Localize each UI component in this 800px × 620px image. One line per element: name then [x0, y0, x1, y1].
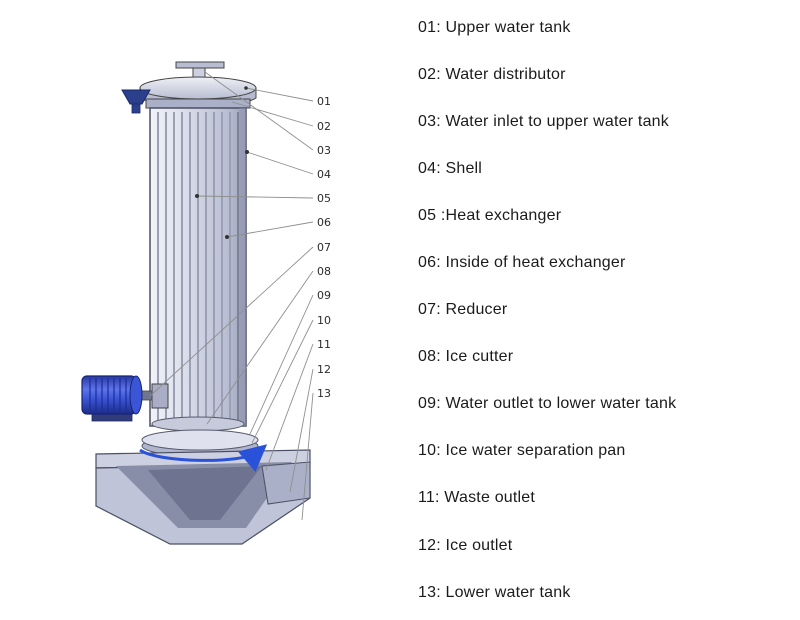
- machine-svg: 01 02 03 04 05 06 07 08 09 10 11 12 13: [81, 61, 331, 545]
- reducer: [151, 383, 169, 409]
- legend-item-reducer: 07: Reducer: [418, 301, 508, 319]
- callout-number: 02: [317, 120, 331, 133]
- callout-numbers: 01 02 03 04 05 06 07 08 09 10 11 12 13: [317, 95, 331, 400]
- callout-number: 05: [317, 192, 331, 205]
- ice-cutter: [151, 416, 245, 432]
- lower-water-tank: [95, 449, 311, 545]
- callout-number: 09: [317, 289, 331, 302]
- machine-illustration: 01 02 03 04 05 06 07 08 09 10 11 12 13: [81, 61, 331, 545]
- legend-item-ice-cutter: 08: Ice cutter: [418, 348, 514, 366]
- legend-item-separation-pan: 10: Ice water separation pan: [418, 442, 626, 460]
- legend-list: 01: Upper water tank 02: Water distribut…: [418, 4, 788, 616]
- legend-item-inside-heat-exchanger: 06: Inside of heat exchanger: [418, 254, 626, 272]
- callout-number: 11: [317, 338, 331, 351]
- legend-item-waste-outlet: 11: Waste outlet: [418, 489, 536, 507]
- legend-item-shell: 04: Shell: [418, 159, 483, 177]
- leader-anchor-dots: [195, 86, 249, 239]
- callout-number: 01: [317, 95, 331, 108]
- rotation-arrow: [139, 444, 268, 473]
- legend-item-upper-water-tank: 01: Upper water tank: [418, 18, 571, 36]
- leader-lines: [149, 71, 314, 521]
- motor: [81, 375, 153, 422]
- water-distributor-funnel: [121, 89, 151, 114]
- legend-item-water-distributor: 02: Water distributor: [418, 65, 566, 83]
- callout-number: 08: [317, 265, 331, 278]
- legend-item-ice-outlet: 12: Ice outlet: [418, 536, 513, 554]
- callout-number: 04: [317, 168, 331, 181]
- callout-number: 06: [317, 216, 331, 229]
- legend-item-lower-water-tank: 13: Lower water tank: [418, 583, 571, 601]
- legend-item-water-inlet: 03: Water inlet to upper water tank: [418, 112, 669, 130]
- callout-number: 13: [317, 387, 331, 400]
- legend-item-heat-exchanger: 05 :Heat exchanger: [418, 206, 562, 224]
- heat-exchanger-tubes: [157, 112, 239, 422]
- callout-number: 07: [317, 241, 331, 254]
- callout-number: 12: [317, 363, 331, 376]
- callout-number: 03: [317, 144, 331, 157]
- legend-item-water-outlet: 09: Water outlet to lower water tank: [418, 395, 677, 413]
- callout-number: 10: [317, 314, 331, 327]
- shell-right-shading: [239, 108, 246, 426]
